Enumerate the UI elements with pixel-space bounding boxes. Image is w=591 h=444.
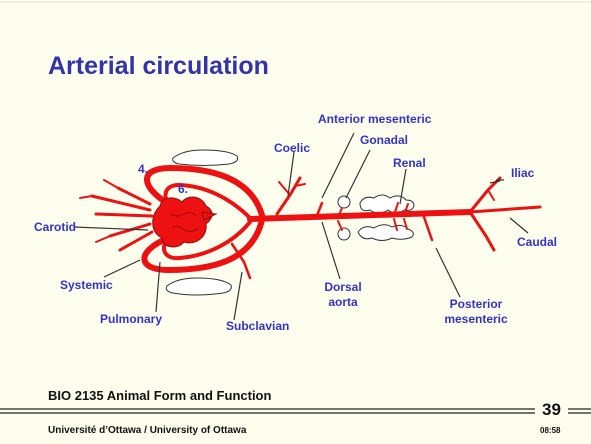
label-carotid: Carotid (34, 220, 76, 234)
dorsal-aorta-vessel (250, 212, 470, 219)
label-arch-4: 4. (138, 162, 148, 176)
slide-time: 08:58 (540, 426, 560, 435)
label-anterior-mesenteric: Anterior mesenteric (318, 112, 431, 126)
heart (153, 197, 216, 247)
label-systemic: Systemic (60, 278, 113, 292)
label-coelic: Coelic (274, 141, 310, 155)
label-subclavian: Subclavian (226, 319, 289, 333)
label-arch-6: 6. (178, 182, 188, 196)
label-caudal: Caudal (517, 235, 557, 249)
page-number: 39 (542, 400, 561, 420)
university-name: Université d’Ottawa / University of Otta… (48, 425, 246, 436)
label-dorsal-aorta: Dorsal aorta (318, 280, 368, 310)
label-renal: Renal (393, 156, 426, 170)
caudal-vessel (470, 207, 540, 212)
label-iliac: Iliac (511, 166, 534, 180)
course-title: BIO 2135 Animal Form and Function (48, 388, 271, 403)
label-pulmonary: Pulmonary (100, 312, 162, 326)
label-gonadal: Gonadal (360, 133, 408, 147)
label-posterior-mesenteric: Posterior mesenteric (436, 297, 516, 327)
arteries (80, 168, 540, 278)
